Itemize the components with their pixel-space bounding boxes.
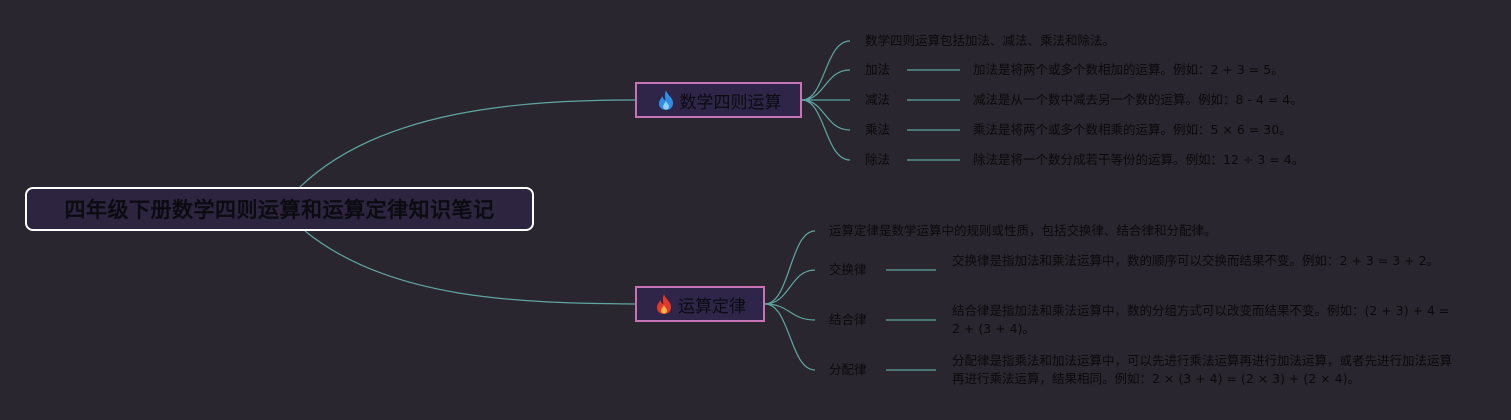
branch-label: 运算定律: [678, 296, 746, 317]
link-b2-summary: [764, 230, 816, 305]
desc-subtraction[interactable]: 减法是从一个数中减去另一个数的运算。例如：8 - 4 = 4。: [973, 92, 1303, 107]
desc-distributive[interactable]: 分配律是指乘法和加法运算中，可以先进行乘法运算再进行加法运算，或者先进行加法运算…: [952, 353, 1453, 386]
desc-commutative[interactable]: 交换律是指加法和乘法运算中，数的顺序可以交换而结果不变。例如：2 + 3 = 3…: [952, 253, 1440, 268]
link-b2-item-1: [764, 269, 816, 305]
fire-icon: [654, 293, 674, 315]
link-root-branch-2: [304, 230, 636, 305]
topic-multiplication[interactable]: 乘法: [865, 122, 891, 137]
desc-multiplication[interactable]: 乘法是将两个或多个数相乘的运算。例如：5 × 6 = 30。: [973, 122, 1292, 137]
link-root-branch-1: [299, 99, 636, 188]
root-node[interactable]: 四年级下册数学四则运算和运算定律知识笔记: [25, 187, 534, 231]
link-b1-item-1: [801, 69, 851, 101]
branch-node-arithmetic[interactable]: 数学四则运算: [635, 82, 802, 118]
desc-addition[interactable]: 加法是将两个或多个数相加的运算。例如：2 + 3 = 5。: [973, 62, 1284, 77]
summary-laws[interactable]: 运算定律是数学运算中的规则或性质，包括交换律、结合律和分配律。: [829, 223, 1217, 238]
topic-addition[interactable]: 加法: [865, 62, 891, 77]
desc-division[interactable]: 除法是将一个数分成若干等份的运算。例如：12 ÷ 3 = 4。: [973, 152, 1305, 167]
topic-division[interactable]: 除法: [865, 152, 891, 167]
link-b1-item-3: [801, 99, 851, 131]
summary-arithmetic[interactable]: 数学四则运算包括加法、减法、乘法和除法。: [865, 33, 1116, 48]
topic-commutative[interactable]: 交换律: [829, 262, 867, 277]
link-b2-item-3: [764, 303, 816, 371]
fire-icon: [656, 89, 676, 111]
link-b2-item-2: [764, 303, 816, 321]
link-b1-item-4: [801, 99, 851, 161]
root-node-label: 四年级下册数学四则运算和运算定律知识笔记: [64, 198, 495, 222]
topic-subtraction[interactable]: 减法: [865, 92, 891, 107]
link-b1-summary: [801, 40, 851, 101]
topic-distributive[interactable]: 分配律: [829, 362, 867, 377]
topic-associative[interactable]: 结合律: [829, 312, 867, 327]
branch-node-laws[interactable]: 运算定律: [635, 286, 765, 322]
branch-label: 数学四则运算: [679, 92, 782, 113]
desc-associative[interactable]: 结合律是指加法和乘法运算中，数的分组方式可以改变而结果不变。例如：(2 + 3)…: [952, 303, 1450, 336]
